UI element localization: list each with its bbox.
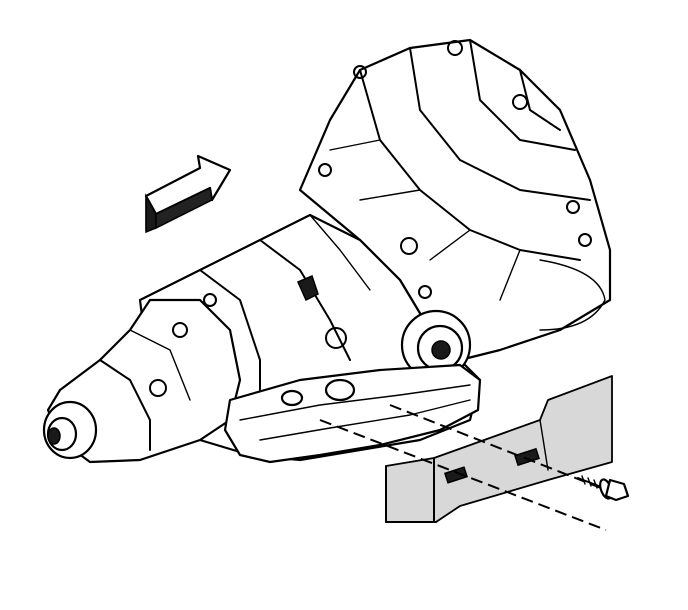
alignment-lines xyxy=(319,404,607,531)
tail-housing xyxy=(42,298,242,464)
bolt-icon xyxy=(577,475,630,502)
oil-pan xyxy=(223,363,482,464)
mount-boss xyxy=(400,309,472,381)
heat-shield xyxy=(385,375,613,523)
direction-arrow xyxy=(144,154,232,234)
